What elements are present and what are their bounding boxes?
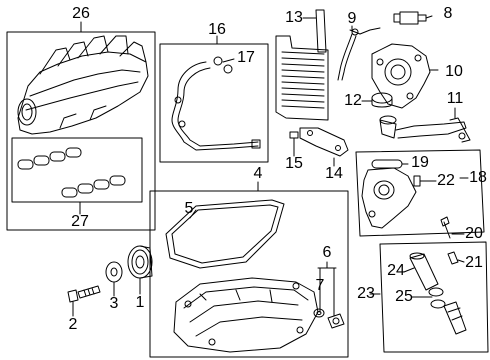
bracket-14-part (299, 127, 349, 167)
housing-frame (355, 149, 485, 237)
callout-7: 7 (315, 277, 325, 294)
water-outlet-part (361, 167, 417, 229)
oil-cooler-lines-group (159, 35, 269, 163)
callout-23: 23 (357, 285, 375, 302)
bolt-2-part (67, 285, 101, 317)
intake-manifold-part (17, 35, 149, 135)
filter-element-part (403, 252, 439, 291)
drain-plug-6-part (317, 261, 345, 329)
leader-8 (425, 15, 433, 19)
leader-24 (403, 267, 415, 273)
callout-5: 5 (184, 200, 194, 217)
leader-17 (222, 58, 235, 63)
callout-3: 3 (109, 295, 119, 312)
drain-plug-21-part (447, 251, 465, 265)
oil-filter-group (369, 241, 489, 353)
callout-12: 12 (344, 92, 362, 109)
callout-10: 10 (445, 63, 463, 80)
damper-part (127, 245, 153, 295)
callout-8: 8 (443, 5, 453, 22)
oil-pan-part (173, 277, 319, 353)
callout-17: 17 (237, 49, 255, 66)
callout-18: 18 (469, 169, 487, 186)
intake-gaskets (17, 147, 126, 198)
filter-housing-part (411, 287, 467, 335)
seal-part (361, 92, 393, 108)
pickup-tube-part (379, 107, 471, 143)
o-ring-17a (213, 56, 223, 66)
callout-11: 11 (446, 90, 464, 107)
o-ring-17b (223, 64, 233, 74)
oil-pump-part (371, 43, 439, 109)
callout-15: 15 (285, 155, 303, 172)
callout-26: 26 (72, 5, 90, 22)
oil-pan-gasket-part (165, 199, 285, 269)
bolt-22-part (413, 175, 437, 187)
callout-4: 4 (253, 165, 263, 182)
oil-filter-frame (379, 241, 489, 353)
gasket-19-part (371, 159, 409, 169)
oil-cooler-part (275, 9, 329, 121)
sensor-part (393, 11, 433, 25)
dipstick-tube-part (337, 25, 381, 81)
callout-19: 19 (411, 154, 429, 171)
callout-13: 13 (285, 9, 303, 26)
leader-21 (457, 259, 465, 263)
oil-pan-group (149, 181, 349, 358)
gasket-set-frame (11, 137, 143, 203)
leader-5 (189, 209, 197, 219)
callout-24: 24 (387, 262, 405, 279)
callout-9: 9 (347, 10, 357, 27)
cooler-lines-frame (159, 43, 269, 163)
callout-25: 25 (395, 288, 413, 305)
callout-14: 14 (325, 165, 343, 182)
callout-6: 6 (322, 244, 332, 261)
intake-manifold-frame (6, 31, 156, 231)
callout-20: 20 (465, 225, 483, 242)
cooler-tube-b (177, 67, 259, 147)
leader-6 (317, 261, 337, 317)
callout-27: 27 (71, 213, 89, 230)
housing-group (355, 149, 485, 237)
washer-3-part (105, 261, 123, 297)
callout-22: 22 (437, 172, 455, 189)
cooler-tube-a (171, 61, 259, 151)
callout-21: 21 (465, 254, 483, 271)
bolt-15-part (289, 131, 299, 157)
callout-1: 1 (135, 294, 145, 311)
intake-manifold-group (6, 21, 156, 231)
bolt-20-part (440, 216, 465, 239)
washer-7-part (313, 308, 325, 318)
oil-pan-frame (149, 190, 349, 358)
callout-2: 2 (68, 316, 78, 333)
callout-16: 16 (208, 21, 226, 38)
